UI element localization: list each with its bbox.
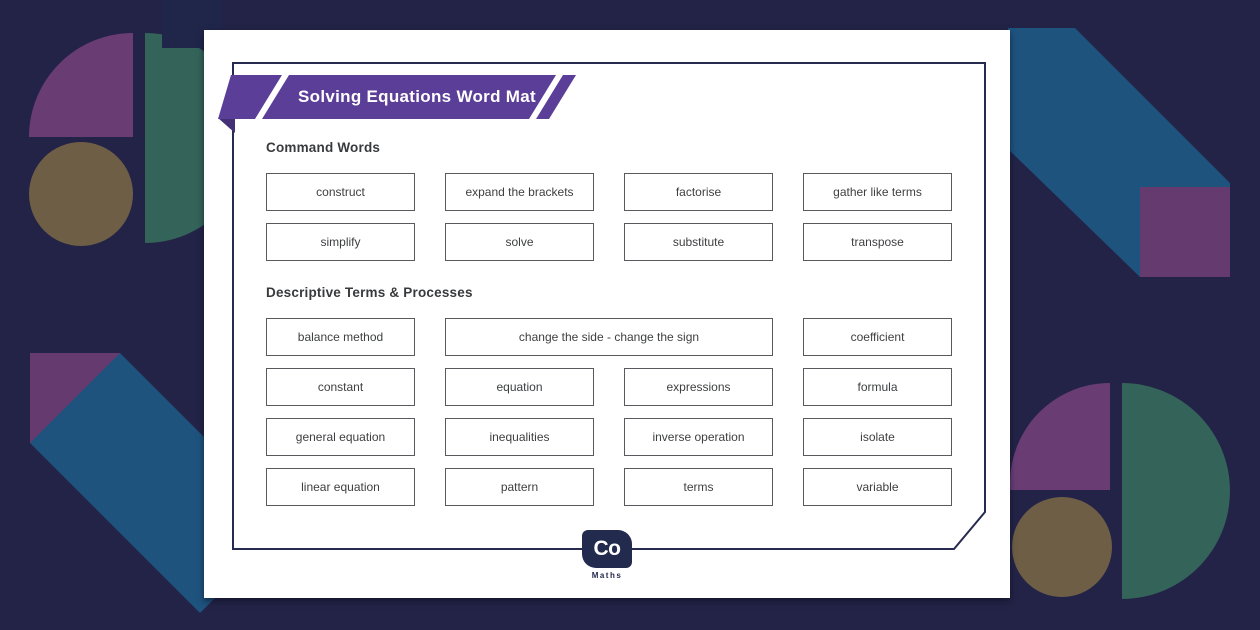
section-descriptive-terms: Descriptive Terms & Processes balance me… [266, 285, 952, 506]
word-box: constant [266, 368, 415, 406]
word-box: inequalities [445, 418, 594, 456]
decor-half-circle-bottom-right [1122, 383, 1230, 599]
word-box: construct [266, 173, 415, 211]
banner-ribbon [218, 75, 576, 119]
word-grid-descriptive-terms: balance method change the side - change t… [266, 318, 952, 506]
decor-quarter-circle-top-left [29, 33, 133, 137]
document-card: Solving Equations Word Mat Command Words… [204, 30, 1010, 598]
word-box: pattern [445, 468, 594, 506]
word-box: solve [445, 223, 594, 261]
brand-logo-label: Maths [591, 571, 623, 580]
word-box: expand the brackets [445, 173, 594, 211]
section-heading: Descriptive Terms & Processes [266, 285, 473, 300]
banner-slash-left [255, 75, 289, 119]
brand-logo: Co [582, 530, 632, 568]
banner-fold [218, 118, 235, 133]
word-box: coefficient [803, 318, 952, 356]
word-box: isolate [803, 418, 952, 456]
word-box: gather like terms [803, 173, 952, 211]
document-frame [232, 62, 986, 550]
decor-quarter-circle-bottom-right [1010, 383, 1110, 490]
word-box: general equation [266, 418, 415, 456]
word-box: linear equation [266, 468, 415, 506]
word-box: substitute [624, 223, 773, 261]
word-box: factorise [624, 173, 773, 211]
decor-circle-right [1012, 497, 1112, 597]
word-box: equation [445, 368, 594, 406]
page-title: Solving Equations Word Mat [298, 87, 536, 106]
word-box: variable [803, 468, 952, 506]
word-box: terms [624, 468, 773, 506]
section-heading: Command Words [266, 140, 381, 155]
word-box: formula [803, 368, 952, 406]
word-box: inverse operation [624, 418, 773, 456]
word-grid-command-words: construct expand the brackets factorise gat… [266, 173, 952, 261]
banner-slash-right [529, 75, 563, 119]
word-box: expressions [624, 368, 773, 406]
frame-and-banner-graphic [218, 62, 986, 550]
section-command-words: Command Words construct expand the bracke… [266, 140, 952, 261]
decor-circle-left [29, 142, 133, 246]
word-box: change the side - change the sign [445, 318, 773, 356]
word-box: simplify [266, 223, 415, 261]
word-box: transpose [803, 223, 952, 261]
decor-purple-square-top-right [1140, 187, 1230, 277]
word-box: balance method [266, 318, 415, 356]
